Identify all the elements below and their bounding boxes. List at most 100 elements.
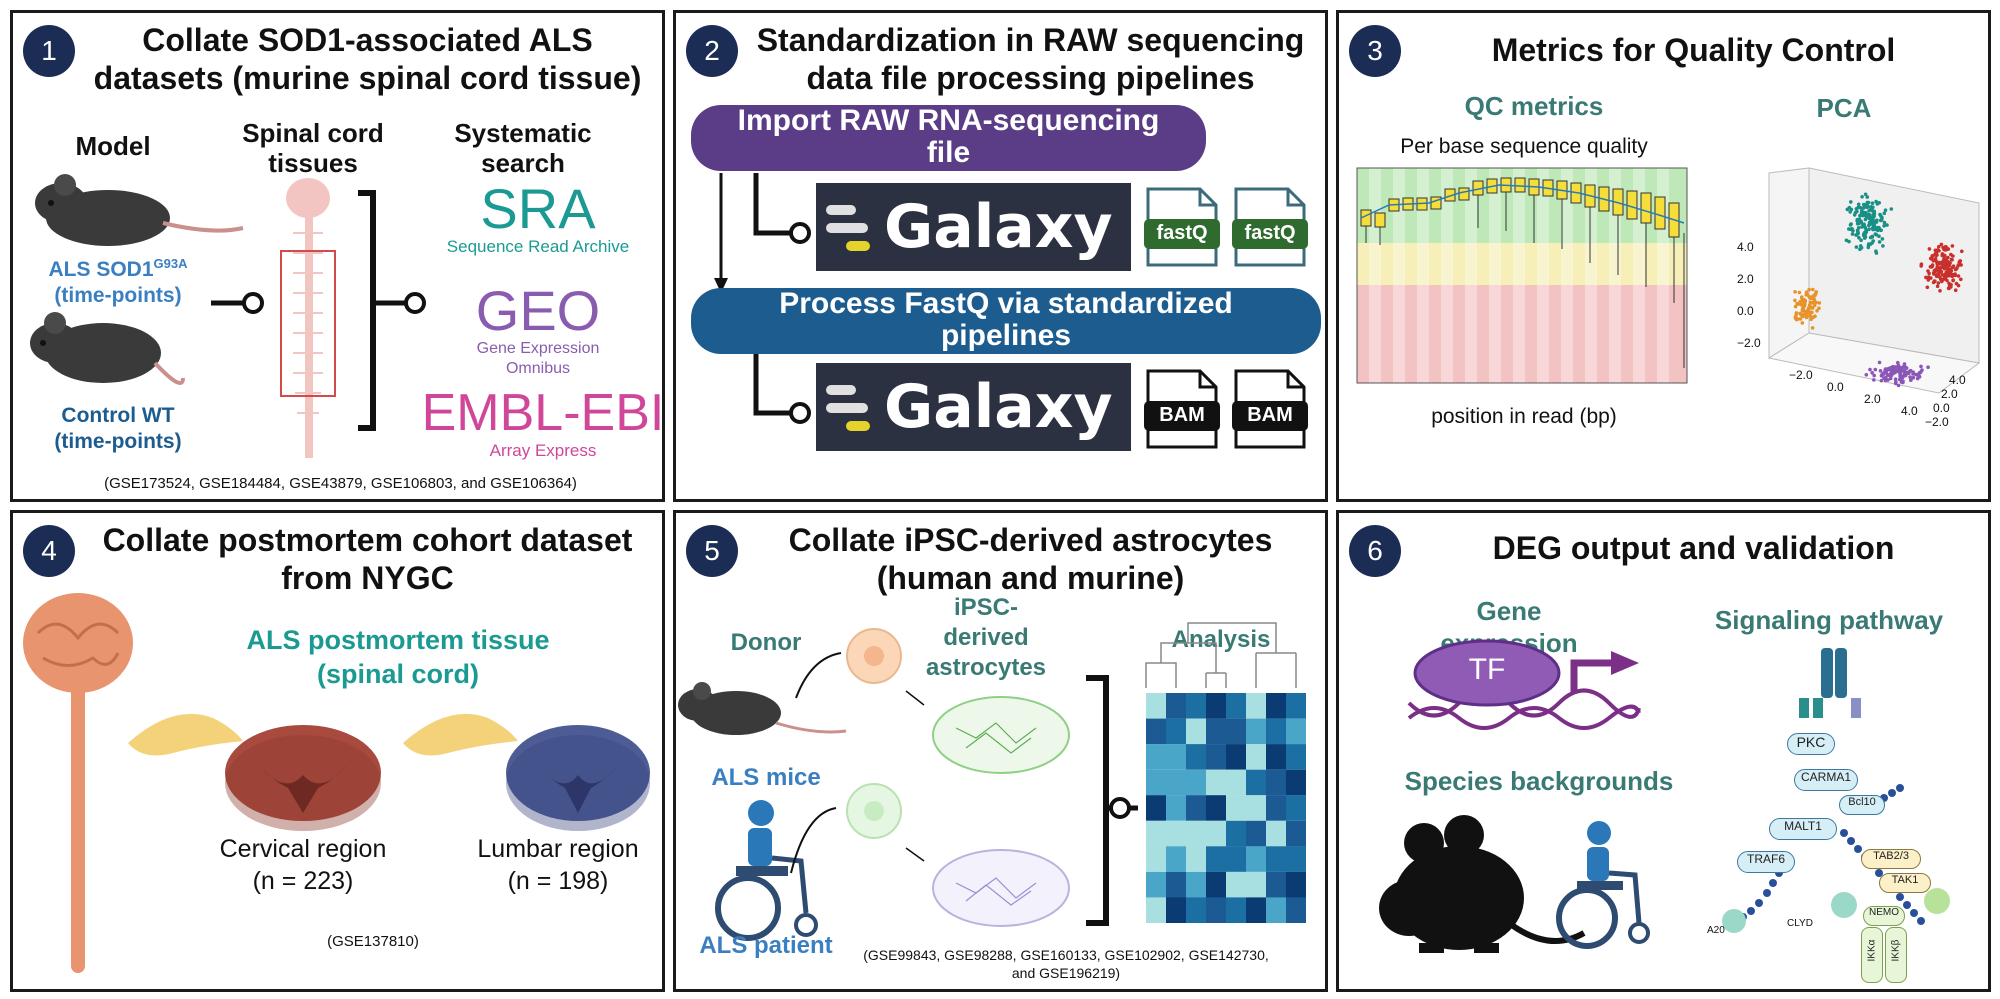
node-ikkb: IKKβ xyxy=(1885,927,1907,983)
plot-title: Per base sequence quality xyxy=(1400,135,1648,158)
pca-tick: 4.0 xyxy=(1949,373,1966,387)
tissue-line: (spinal cord) xyxy=(316,659,479,689)
als-patient-label: ALS patient xyxy=(699,932,833,959)
node-ikka-text: IKKα xyxy=(1866,939,1878,962)
heatmap-cell xyxy=(1246,718,1266,745)
pca-label: PCA xyxy=(1816,93,1872,123)
ipsc-line: astrocytes xyxy=(925,654,1047,681)
file-label: BAM xyxy=(1247,404,1293,426)
ipsc-label: iPSC- derived astrocytes xyxy=(911,593,1061,683)
panel-5-graphics xyxy=(678,622,1306,941)
cervical-cross-section-icon xyxy=(128,713,381,831)
heatmap-cell xyxy=(1226,795,1246,821)
heatmap-cell xyxy=(1186,693,1206,719)
pca-plot xyxy=(1767,167,1981,394)
region-name: Cervical region xyxy=(219,835,387,863)
region-name: Lumbar region xyxy=(477,835,639,863)
panel-3: 3 Metrics for Quality Control QC metrics… xyxy=(1336,10,1991,502)
accession-line: and GSE196219) xyxy=(1011,965,1121,981)
tf-label: TF xyxy=(1468,653,1506,686)
donor-mouse-icon xyxy=(678,682,847,735)
source-embl: EMBL-EBI Array Express xyxy=(418,384,665,461)
heatmap-icon xyxy=(1146,693,1306,923)
heatmap-cell xyxy=(1226,744,1246,770)
human-astrocyte-dish-icon xyxy=(932,849,1070,927)
source-name: EMBL-EBI xyxy=(421,384,665,442)
heatmap-cell xyxy=(1186,871,1206,898)
heatmap-cell xyxy=(1266,693,1286,719)
title-line: Standardization in RAW sequencing xyxy=(756,22,1305,58)
node-tab23: TAB2/3 xyxy=(1861,849,1921,869)
accessions: (GSE137810) xyxy=(327,933,419,950)
accessions: (GSE173524, GSE184484, GSE43879, GSE1068… xyxy=(104,475,577,492)
heatmap-cell xyxy=(1266,769,1286,796)
heatmap-cell xyxy=(1186,795,1206,821)
als-model-label: ALS SOD1G93A (time-points) xyxy=(23,251,213,309)
heatmap-cell xyxy=(1146,846,1166,872)
panel-2-connectors xyxy=(714,173,811,424)
panel-1-graphics xyxy=(30,174,426,458)
title-line: datasets (murine spinal cord tissue) xyxy=(93,60,642,96)
heatmap-cell xyxy=(1146,744,1166,770)
panel-number-badge: 6 xyxy=(1349,525,1401,577)
als-label-sup: G93A xyxy=(153,256,188,271)
node-carma1: CARMA1 xyxy=(1794,769,1858,791)
gene-expr-line: Gene xyxy=(1476,596,1542,626)
bam-file-icon: BAM xyxy=(1144,367,1220,451)
pca-tick: 0.0 xyxy=(1827,380,1844,394)
heatmap-cell xyxy=(1146,897,1166,923)
pca-tick: 4.0 xyxy=(1737,240,1754,254)
heatmap-cell xyxy=(1206,820,1226,847)
title-line: from NYGC xyxy=(281,560,454,596)
quality-whiskers xyxy=(1365,192,1685,368)
als-label-timepoints: (time-points) xyxy=(54,284,182,307)
pca-ticks-z: 4.0 2.0 0.0 −2.0 xyxy=(1737,231,1761,359)
heatmap-cell xyxy=(1286,744,1306,770)
heatmap-cell xyxy=(1206,846,1226,872)
node-a20: A20 xyxy=(1707,925,1725,936)
heatmap-cell xyxy=(1166,846,1186,872)
node-pkc: PKC xyxy=(1787,733,1835,755)
qc-metrics-label: QC metrics xyxy=(1464,91,1604,121)
heatmap-cell xyxy=(1206,693,1226,719)
tf-protein-icon xyxy=(1413,639,1561,707)
file-label: fastQ xyxy=(1156,222,1208,244)
als-mouse-icon xyxy=(35,174,244,246)
pca-tick: −2.0 xyxy=(1925,415,1949,429)
heatmap-cell xyxy=(1286,718,1306,745)
brain-spinal-cord-icon xyxy=(23,593,133,973)
heatmap-cell xyxy=(1166,744,1186,770)
ipsc-line: derived xyxy=(943,624,1029,651)
tissue-line: ALS postmortem tissue xyxy=(246,625,550,655)
search-label-line: search xyxy=(481,148,565,178)
a20-node-icon xyxy=(1722,909,1746,933)
panel-title: Standardization in RAW sequencing data f… xyxy=(746,21,1315,97)
heatmap-cell xyxy=(1146,718,1166,745)
heatmap-cell xyxy=(1226,718,1246,745)
spinal-label-line: Spinal cord xyxy=(242,118,384,148)
node-nemo: NEMO xyxy=(1863,906,1905,926)
panel-number-badge: 4 xyxy=(23,525,75,577)
file-label: BAM xyxy=(1159,404,1205,426)
heatmap-cell xyxy=(1246,820,1266,847)
source-desc: Array Express xyxy=(489,441,597,460)
pathway-node-icon xyxy=(1831,892,1857,918)
galaxy-logo: Galaxy xyxy=(816,183,1131,271)
node-ikka: IKKα xyxy=(1861,927,1883,983)
spinal-cord-icon xyxy=(280,178,336,458)
receptor-icon xyxy=(1799,648,1861,718)
panel-title: DEG output and validation xyxy=(1492,530,1895,566)
pca-tick: 4.0 xyxy=(1901,404,1918,418)
source-sra: SRA Sequence Read Archive xyxy=(423,181,653,257)
search-label-line: Systematic xyxy=(454,118,592,148)
heatmap-cell xyxy=(1166,871,1186,898)
panel-4-graphics xyxy=(23,593,650,973)
heatmap-cell xyxy=(1286,693,1306,719)
import-raw-step: Import RAW RNA-sequencing file xyxy=(691,105,1206,171)
node-bcl10: Bcl10 xyxy=(1839,795,1885,815)
bam-file-icon: BAM xyxy=(1232,367,1308,451)
node-traf6: TRAF6 xyxy=(1737,851,1795,873)
source-name: SRA xyxy=(480,177,596,240)
panel-2: 2 Standardization in RAW sequencing data… xyxy=(673,10,1328,502)
panel-1: 1 Collate SOD1-associated ALS datasets (… xyxy=(10,10,665,502)
